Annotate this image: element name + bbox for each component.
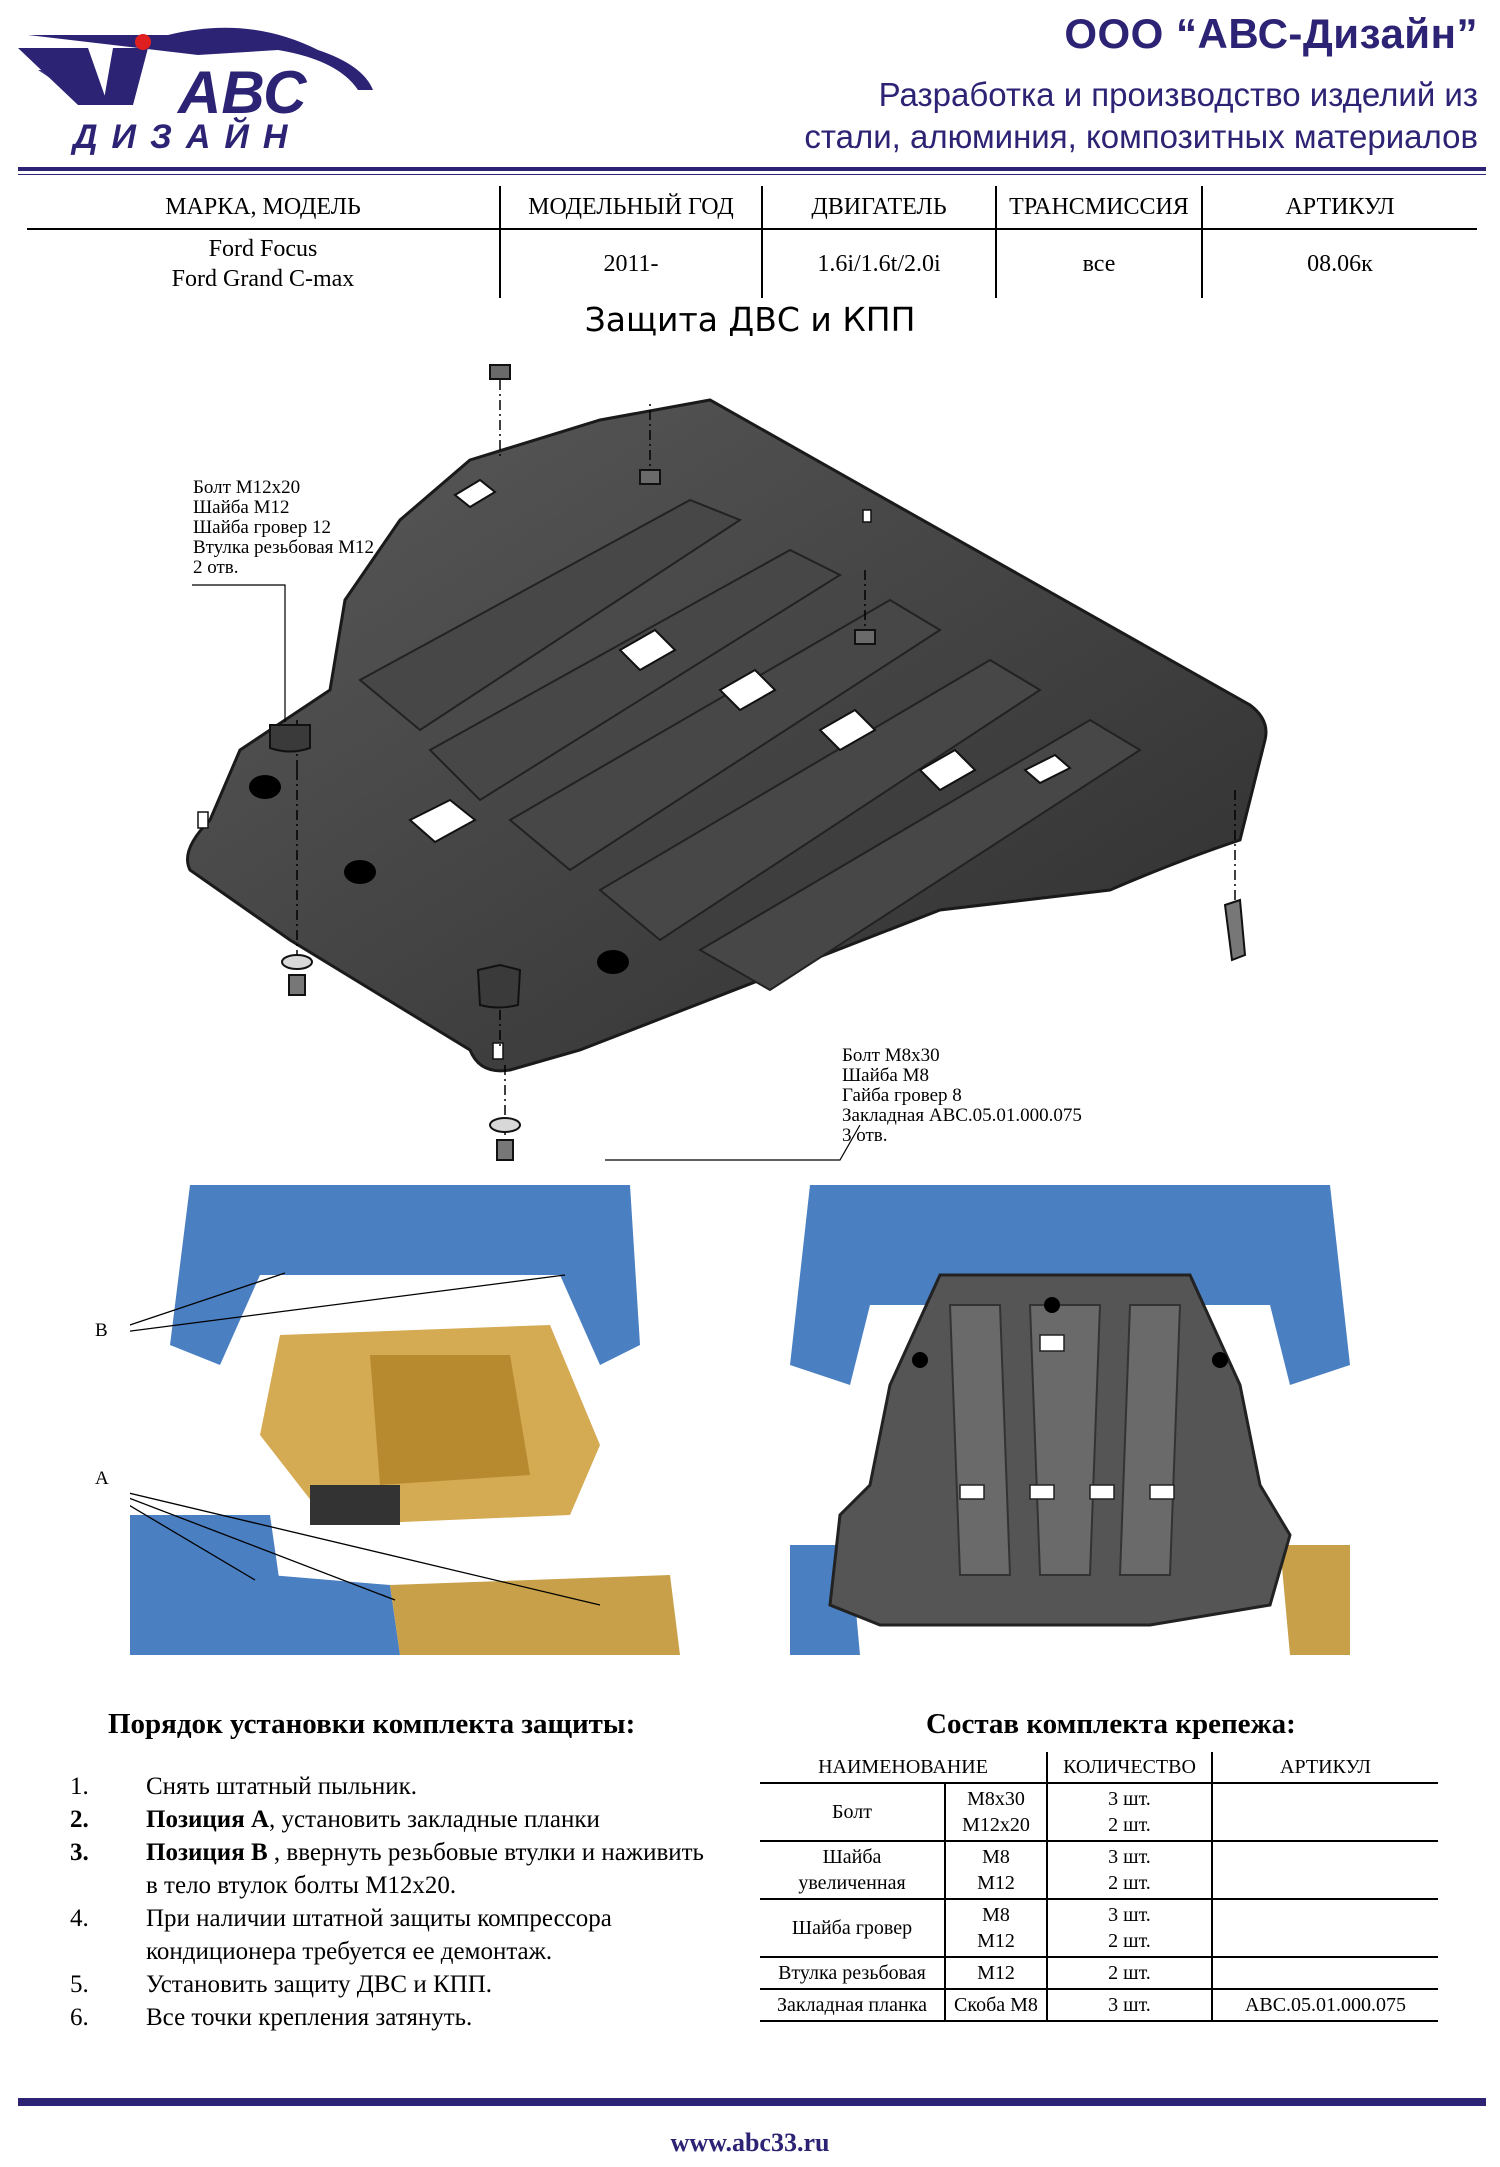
page-title: Защита ДВС и КПП <box>584 300 916 339</box>
kit-header-article: АРТИКУЛ <box>1211 1752 1438 1784</box>
step-number: 6. <box>70 2004 89 2031</box>
spec-article: 08.06к <box>1201 229 1477 298</box>
spec-header-transmission: ТРАНСМИССИЯ <box>995 186 1202 230</box>
kit-item-article <box>1211 1899 1438 1958</box>
kit-item-qty: 3 шт.2 шт. <box>1046 1899 1212 1958</box>
spec-model: Ford Focus Ford Grand C-max <box>27 229 500 298</box>
company-block: ООО “АВС-Дизайн” Разработка и производст… <box>804 10 1478 158</box>
install-step: 2. Позиция А, установить закладные планки <box>70 1803 710 1836</box>
kit-item-qty: 3 шт.2 шт. <box>1046 1783 1212 1842</box>
install-step: 5. Установить защиту ДВС и КПП. <box>70 1968 710 2001</box>
step-text: Снять штатный пыльник. <box>146 1773 417 1800</box>
logo-text: АВС <box>178 59 307 126</box>
step-text: Все точки крепления затянуть. <box>146 2004 473 2031</box>
spec-year: 2011- <box>499 229 762 298</box>
spec-header-model: МАРКА, МОДЕЛЬ <box>27 186 500 230</box>
step-number: 1. <box>70 1773 89 1800</box>
step-number: 4. <box>70 1905 89 1932</box>
callout-bolt-m12: Болт М12х20 Шайба М12 Шайба гровер 12 Вт… <box>193 477 375 578</box>
kit-item-qty: 2 шт. <box>1046 1957 1212 1990</box>
footer-url[interactable]: www.abc33.ru <box>670 2128 830 2157</box>
logo-car-icon <box>18 27 373 105</box>
install-title: Порядок установки комплекта защиты: <box>108 1708 636 1740</box>
spec-header-year: МОДЕЛЬНЫЙ ГОД <box>499 186 762 230</box>
kit-header-qty: КОЛИЧЕСТВО <box>1046 1752 1212 1784</box>
step-number: 2. <box>70 1806 89 1833</box>
footer-divider <box>18 2098 1486 2106</box>
step-text: Позиция А, установить закладные планки <box>146 1806 600 1833</box>
company-name: ООО “АВС-Дизайн” <box>1064 10 1478 57</box>
kit-item-article <box>1211 1783 1438 1842</box>
company-tagline-1: Разработка и производство изделий из <box>878 76 1478 113</box>
skid-plate-drawing <box>186 364 1268 1161</box>
table-row: Закладная планка Скоба М8 3 шт. АВС.05.0… <box>760 1989 1438 2022</box>
install-step: 3. Позиция В , ввернуть резьбовые втулки … <box>70 1836 710 1902</box>
photo-label-a: A <box>95 1468 109 1489</box>
kit-title: Состав комплекта крепежа: <box>926 1708 1296 1740</box>
company-tagline-2: стали, алюминия, композитных материалов <box>804 118 1478 155</box>
kit-item-size: М12 <box>944 1957 1047 1990</box>
install-step: 6. Все точки крепления затянуть. <box>70 2001 710 2034</box>
kit-item-name: Шайба увеличенная <box>760 1841 945 1900</box>
kit-header-name: НАИМЕНОВАНИЕ <box>760 1752 1047 1784</box>
kit-item-article: АВС.05.01.000.075 <box>1211 1989 1438 2022</box>
install-steps-list: 1. Снять штатный пыльник. 2. Позиция А, ус… <box>70 1770 710 2034</box>
step-text: Позиция В , ввернуть резьбовые втулки и … <box>146 1839 704 1899</box>
kit-item-size: Скоба М8 <box>944 1989 1047 2022</box>
step-number: 3. <box>70 1839 89 1866</box>
kit-item-name: Шайба гровер <box>760 1899 945 1958</box>
callout-bolt-m8: Болт М8х30 Шайба М8 Гайба гровер 8 Закла… <box>842 1045 1082 1146</box>
kit-item-name: Втулка резьбовая <box>760 1957 945 1990</box>
photo-label-b: B <box>95 1320 108 1341</box>
step-text: При наличии штатной защиты компрессора к… <box>146 1905 612 1965</box>
step-text: Установить защиту ДВС и КПП. <box>146 1971 493 1998</box>
spec-model-2: Ford Grand C-max <box>171 266 355 292</box>
underbody-photo-with-plate <box>790 1185 1350 1665</box>
kit-item-article <box>1211 1841 1438 1900</box>
install-step: 4. При наличии штатной защиты компрессора… <box>70 1902 710 1968</box>
underbody-photo-without-plate <box>130 1185 690 1665</box>
table-row: Втулка резьбовая М12 2 шт. <box>760 1957 1438 1990</box>
spec-engine: 1.6i/1.6t/2.0i <box>761 229 996 298</box>
spec-table: МАРКА, МОДЕЛЬ МОДЕЛЬНЫЙ ГОД ДВИГАТЕЛЬ ТР… <box>27 186 1477 298</box>
spec-model-1: Ford Focus <box>208 236 318 262</box>
header-divider-thin <box>18 174 1486 175</box>
company-logo: АВС ДИЗАЙН <box>18 10 378 160</box>
spec-header-engine: ДВИГАТЕЛЬ <box>761 186 996 230</box>
kit-item-name: Болт <box>760 1783 945 1842</box>
logo-subtext: ДИЗАЙН <box>73 118 302 156</box>
spec-transmission: все <box>995 229 1202 298</box>
kit-item-article <box>1211 1957 1438 1990</box>
kit-table: НАИМЕНОВАНИЕ КОЛИЧЕСТВО АРТИКУЛ Болт М8х… <box>760 1752 1438 2022</box>
spec-header-article: АРТИКУЛ <box>1201 186 1477 230</box>
install-step: 1. Снять штатный пыльник. <box>70 1770 710 1803</box>
kit-item-qty: 3 шт. <box>1046 1989 1212 2022</box>
kit-item-name: Закладная планка <box>760 1989 945 2022</box>
kit-item-qty: 3 шт.2 шт. <box>1046 1841 1212 1900</box>
step-number: 5. <box>70 1971 89 1998</box>
header-divider <box>18 167 1486 171</box>
